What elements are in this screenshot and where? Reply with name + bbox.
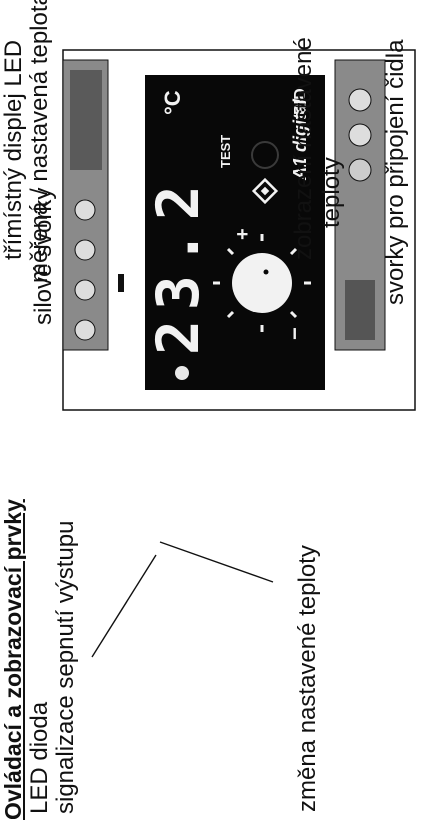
- knob-plus-label: +: [232, 228, 255, 240]
- label-led-dioda: LED dioda: [26, 702, 54, 814]
- terminal-screw: [349, 89, 371, 111]
- label-teploty: teploty: [318, 157, 346, 228]
- terminal-screw: [75, 320, 95, 340]
- callout-line-zmena: [160, 542, 273, 582]
- terminal-shadow: [345, 280, 375, 340]
- terminal-screw: [349, 159, 371, 181]
- callout-line-led: [92, 555, 156, 657]
- setpoint-knob[interactable]: [232, 253, 292, 313]
- heading: Ovládací a zobrazovací prvky: [0, 499, 27, 820]
- label-displej: třímístný displej LED: [0, 40, 28, 260]
- terminal-screw: [75, 280, 95, 300]
- terminal-screw: [75, 200, 95, 220]
- label-zobrazeni: zobrazení nastavené: [290, 37, 318, 260]
- terminal-shadow: [70, 70, 102, 170]
- led-indicator: [175, 366, 189, 380]
- display-digits: 23.2: [148, 175, 208, 355]
- label-zmena: změna nastavené teploty: [294, 545, 322, 812]
- label-merena: měřená / nastavená teplota: [26, 0, 54, 283]
- terminal-screw: [75, 240, 95, 260]
- unit-label: °C: [160, 90, 186, 115]
- terminal-screw: [349, 124, 371, 146]
- knob-marker: [264, 270, 269, 275]
- label-svorky-cidla: svorky pro připojení čidla: [382, 40, 410, 305]
- test-label: TEST: [218, 135, 233, 168]
- label-signalizace: signalizace sepnutí výstupu: [52, 520, 80, 814]
- housing-slot: [118, 274, 124, 292]
- knob-minus-label: −: [282, 327, 308, 340]
